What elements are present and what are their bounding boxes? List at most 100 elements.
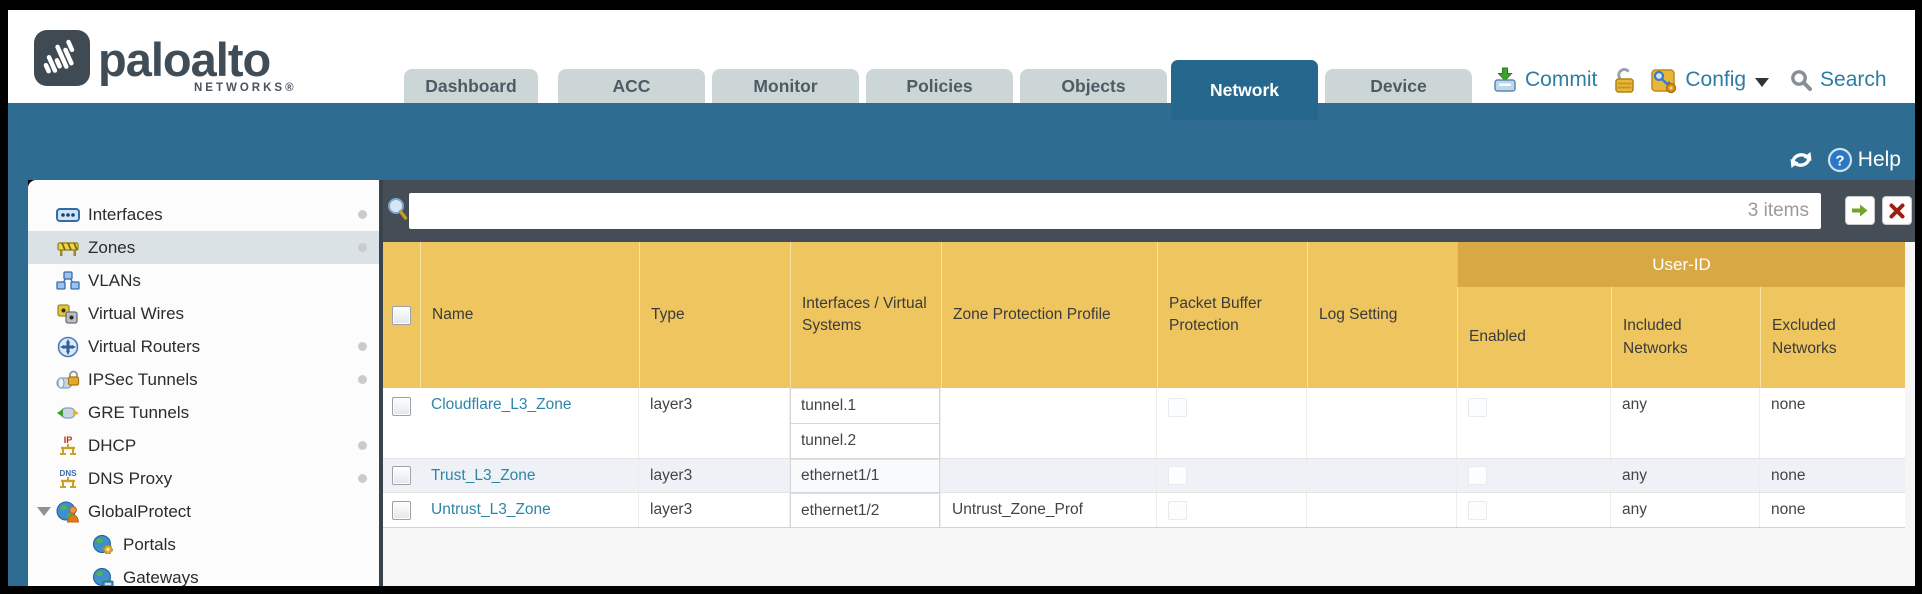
tab-dashboard[interactable]: Dashboard [404, 69, 538, 103]
packet-buffer-cell [1157, 459, 1307, 492]
row-checkbox[interactable] [392, 466, 411, 485]
col-header-type[interactable]: Type [639, 242, 790, 388]
sidebar-item-dhcp[interactable]: IP DHCP [28, 429, 379, 462]
sidebar-item-vlans[interactable]: VLANs [28, 264, 379, 297]
col-header-packet-buffer-protection[interactable]: Packet Buffer Protection [1157, 242, 1307, 388]
filter-toolbar: 3 items [383, 180, 1915, 242]
config-button[interactable]: Config [1685, 68, 1747, 91]
commit-icon[interactable] [1492, 67, 1518, 93]
red-x-icon [1889, 203, 1905, 218]
included-networks-cell: any [1611, 493, 1760, 527]
sidebar-item-virtual-routers[interactable]: Virtual Routers [28, 330, 379, 363]
tab-monitor[interactable]: Monitor [712, 69, 859, 103]
config-icon[interactable] [1650, 66, 1678, 94]
globalprotect-icon [55, 501, 81, 523]
sidebar-item-dns-proxy[interactable]: DNS DNS Proxy [28, 462, 379, 495]
search-button[interactable]: Search [1820, 68, 1887, 91]
zone-name-link[interactable]: Trust_L3_Zone [431, 466, 536, 484]
lock-icon[interactable] [1612, 66, 1637, 94]
zone-name-link[interactable]: Cloudflare_L3_Zone [431, 396, 572, 413]
sidebar-item-portals[interactable]: Portals [28, 528, 379, 561]
filter-input-wrap: 3 items [409, 193, 1821, 229]
sidebar-item-globalprotect[interactable]: GlobalProtect [28, 495, 379, 528]
user-id-enabled-cell [1457, 459, 1611, 492]
tab-device[interactable]: Device [1325, 69, 1472, 103]
search-icon[interactable] [1790, 69, 1813, 92]
zones-table: Name Type Interfaces / Virtual Systems Z… [383, 242, 1905, 528]
packet-buffer-cell [1157, 493, 1307, 527]
table-row: Cloudflare_L3_Zone layer3 tunnel.1 tunne… [383, 388, 1905, 459]
interface-value: tunnel.1 [790, 388, 940, 424]
col-header-interfaces[interactable]: Interfaces / Virtual Systems [790, 242, 941, 388]
sidebar-item-label: Virtual Routers [88, 336, 201, 356]
log-setting-cell [1307, 493, 1457, 527]
user-id-enabled-cell [1457, 388, 1611, 458]
sidebar-item-label: Gateways [123, 567, 199, 587]
log-setting-cell [1307, 459, 1457, 492]
teal-header-band: ? Help [8, 103, 1915, 180]
col-header-excluded-networks[interactable]: Excluded Networks [1760, 287, 1905, 388]
select-all-checkbox[interactable] [392, 305, 411, 325]
expand-arrow-icon[interactable] [37, 507, 51, 516]
ipsec-tunnels-icon [55, 369, 81, 391]
select-all-cell [383, 242, 420, 388]
filter-input[interactable] [409, 193, 1821, 229]
sidebar-item-label: Virtual Wires [88, 303, 185, 323]
status-dot [358, 474, 367, 483]
interfaces-icon [55, 204, 81, 226]
sidebar-item-label: IPSec Tunnels [88, 369, 198, 389]
packet-buffer-cell [1157, 388, 1307, 458]
col-header-enabled[interactable]: Enabled [1457, 287, 1611, 388]
table-header: Name Type Interfaces / Virtual Systems Z… [383, 242, 1905, 388]
packet-buffer-checkbox [1168, 398, 1187, 417]
help-link[interactable]: Help [1857, 148, 1901, 171]
interfaces-cell: tunnel.1 tunnel.2 [790, 388, 941, 459]
table-row: Trust_L3_Zone layer3 ethernet1/1 any non… [383, 459, 1905, 493]
row-select-cell [383, 493, 420, 527]
status-dot [358, 342, 367, 351]
sidebar-item-label: Zones [88, 237, 136, 257]
status-dot [358, 441, 367, 450]
tab-network[interactable]: Network [1171, 60, 1318, 120]
interface-value: ethernet1/1 [790, 459, 940, 493]
refresh-icon[interactable] [1787, 148, 1815, 172]
paloalto-logo-icon [34, 30, 90, 86]
sidebar-item-ipsec-tunnels[interactable]: IPSec Tunnels [28, 363, 379, 396]
sidebar-item-gateways[interactable]: Gateways [28, 561, 379, 586]
tab-policies[interactable]: Policies [866, 69, 1013, 103]
chevron-down-icon[interactable] [1755, 77, 1770, 87]
commit-button[interactable]: Commit [1525, 68, 1598, 91]
virtual-wires-icon [55, 303, 81, 325]
dns-proxy-icon: DNS [55, 468, 81, 490]
sidebar-item-label: DNS Proxy [88, 468, 173, 488]
table-row: Untrust_L3_Zone layer3 ethernet1/2 Untru… [383, 493, 1905, 528]
sidebar-item-gre-tunnels[interactable]: GRE Tunnels [28, 396, 379, 429]
zone-name-cell: Cloudflare_L3_Zone [420, 388, 639, 458]
row-checkbox[interactable] [392, 397, 411, 416]
sidebar-item-interfaces[interactable]: Interfaces [28, 198, 379, 231]
interface-value: ethernet1/2 [790, 493, 940, 528]
zone-name-link[interactable]: Untrust_L3_Zone [431, 501, 551, 518]
enabled-checkbox [1468, 398, 1487, 417]
panel-divider [379, 180, 383, 586]
sidebar-item-label: GRE Tunnels [88, 402, 190, 422]
tab-acc[interactable]: ACC [558, 69, 705, 103]
tab-objects[interactable]: Objects [1020, 69, 1167, 103]
status-dot [358, 210, 367, 219]
help-icon[interactable]: ? [1827, 147, 1853, 173]
zones-icon [55, 237, 81, 259]
sidebar-item-zones[interactable]: Zones [28, 231, 379, 264]
col-header-name[interactable]: Name [420, 242, 639, 388]
row-checkbox[interactable] [392, 500, 411, 520]
sidebar-item-label: VLANs [88, 270, 141, 290]
clear-filter-button[interactable] [1882, 196, 1912, 225]
zone-protection-cell [941, 388, 1157, 458]
col-header-included-networks[interactable]: Included Networks [1611, 287, 1760, 388]
col-header-log-setting[interactable]: Log Setting [1307, 242, 1457, 388]
apply-filter-button[interactable] [1845, 196, 1875, 225]
col-header-zone-protection-profile[interactable]: Zone Protection Profile [941, 242, 1157, 388]
sidebar-item-virtual-wires[interactable]: Virtual Wires [28, 297, 379, 330]
zone-name-cell: Untrust_L3_Zone [420, 493, 639, 527]
excluded-networks-cell: none [1771, 466, 1806, 484]
